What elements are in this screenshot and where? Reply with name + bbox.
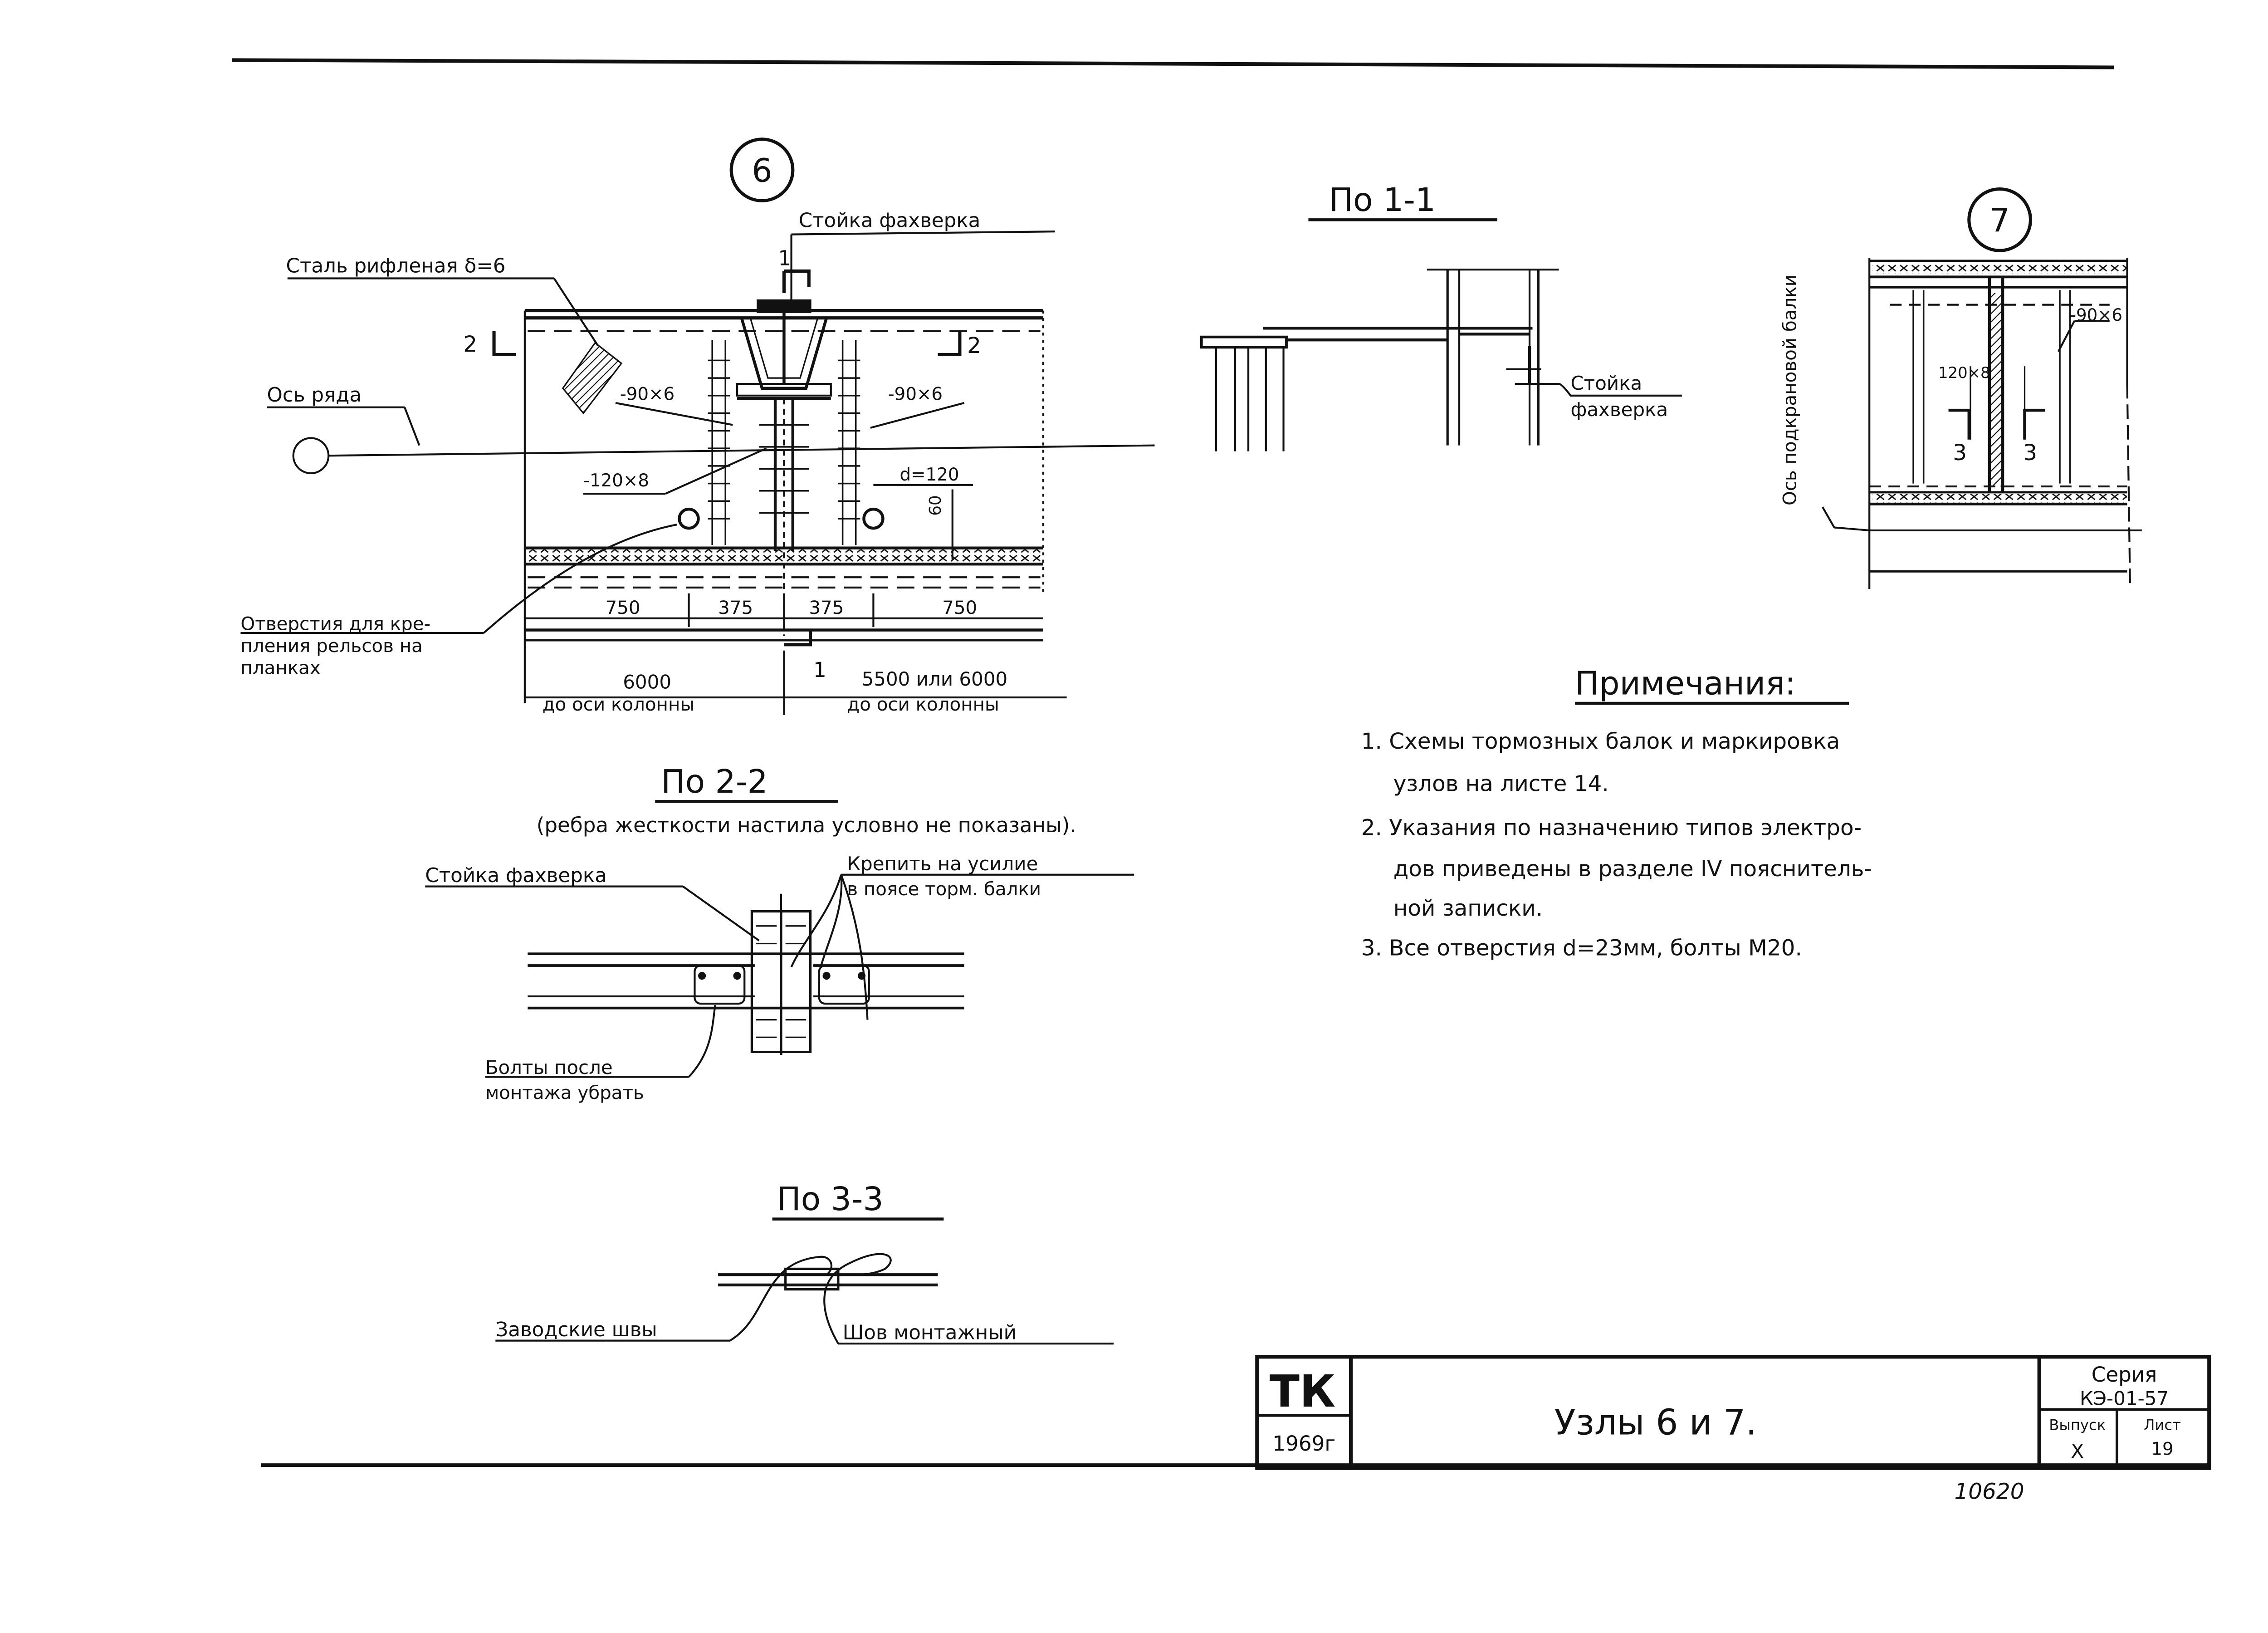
node6-holes-label-2: пления рельсов на	[240, 635, 422, 657]
notes-line-4: дов приведены в разделе IV пояснитель-	[1393, 856, 1872, 882]
view11-label-1: Стойка	[1570, 372, 1642, 394]
titleblock-series-label: Серия	[2092, 1363, 2157, 1387]
view22-stoika-label: Стойка фахверка	[425, 864, 607, 887]
node6-section-1-top: 1	[778, 246, 792, 270]
view22-subtitle: (ребра жесткости настила условно не пока…	[537, 813, 1076, 837]
node7-circle	[1967, 187, 2032, 252]
node6-plate-rib: -120×8	[583, 471, 649, 491]
node6-holes-label-3: планках	[240, 657, 320, 678]
node7-plate-1: -90×6	[2070, 305, 2122, 325]
titleblock-series: КЭ-01-57	[2080, 1388, 2169, 1410]
titleblock-list: 19	[2151, 1439, 2173, 1460]
node6-span-right-sub: до оси колонны	[847, 694, 999, 715]
titleblock-vypusk: X	[2071, 1440, 2084, 1462]
node6-stal-label: Сталь рифленая δ=6	[286, 255, 506, 278]
node6-holes-label-1: Отверстия для кре-	[240, 613, 430, 635]
node7-section-3-left: 3	[1953, 440, 1967, 466]
node6-stoika-label: Стойка фахверка	[799, 210, 981, 232]
view22-title: По 2-2	[661, 763, 767, 800]
titleblock-org: ТК	[1270, 1366, 1335, 1417]
titleblock-list-label: Лист	[2144, 1417, 2181, 1434]
node6-circle	[729, 137, 795, 202]
view11-title: По 1-1	[1329, 181, 1436, 219]
view22-krepit-label-1: Крепить на усилие	[847, 853, 1038, 875]
title-block-frame	[1255, 1354, 2211, 1470]
node6-section-2-right: 2	[967, 333, 981, 358]
view33-zavod-label: Заводские швы	[495, 1319, 657, 1341]
node6-dim-b: 375	[718, 597, 753, 618]
node6-dim-60: 60	[926, 495, 945, 515]
notes-line-1: 1. Схемы тормозных балок и маркировка	[1361, 729, 1840, 754]
view33-shov-label: Шов монтажный	[843, 1321, 1017, 1344]
node6-section-2-left: 2	[463, 332, 477, 357]
view22-bolty-label-1: Болты после	[485, 1056, 613, 1079]
titleblock-title: Узлы 6 и 7.	[1554, 1402, 1757, 1443]
node6-plate-left: -90×6	[620, 384, 675, 405]
view33-title: По 3-3	[777, 1180, 883, 1218]
node6-hole-diameter: d=120	[900, 465, 959, 485]
titleblock-vypusk-label: Выпуск	[2049, 1417, 2106, 1434]
node6-span-right: 5500 или 6000	[862, 668, 1008, 690]
view11-label-2: фахверка	[1570, 398, 1668, 421]
node6-dim-a: 750	[605, 597, 640, 618]
node7-section-3-right: 3	[2023, 440, 2037, 466]
node7-axis-label: Ось подкрановой балки	[1779, 275, 1801, 505]
node6-dim-c: 375	[809, 597, 844, 618]
node6-span-left: 6000	[623, 671, 671, 693]
node6-section-1-bottom: 1	[813, 658, 826, 682]
notes-title: Примечания:	[1575, 665, 1796, 702]
notes-line-6: 3. Все отверстия d=23мм, болты М20.	[1361, 935, 1802, 961]
node7-number: 7	[1989, 201, 2010, 239]
view22-bolty-label-2: монтажа убрать	[485, 1082, 644, 1103]
notes-line-3: 2. Указания по назначению типов электро-	[1361, 815, 1862, 841]
stamp-number: 10620	[1955, 1479, 2024, 1504]
view22-krepit-label-2: в поясе торм. балки	[847, 878, 1041, 900]
notes-line-2: узлов на листе 14.	[1393, 771, 1609, 797]
node6-dim-d: 750	[942, 597, 977, 618]
node6-span-left-sub: до оси колонны	[543, 694, 695, 715]
titleblock-year: 1969г	[1272, 1432, 1335, 1456]
node6-axis-label: Ось ряда	[267, 384, 362, 407]
node7-plate-2: 120×8	[1938, 364, 1990, 382]
node6-number: 6	[752, 152, 772, 189]
notes-line-5: ной записки.	[1393, 896, 1543, 921]
node6-plate-right: -90×6	[888, 384, 943, 405]
